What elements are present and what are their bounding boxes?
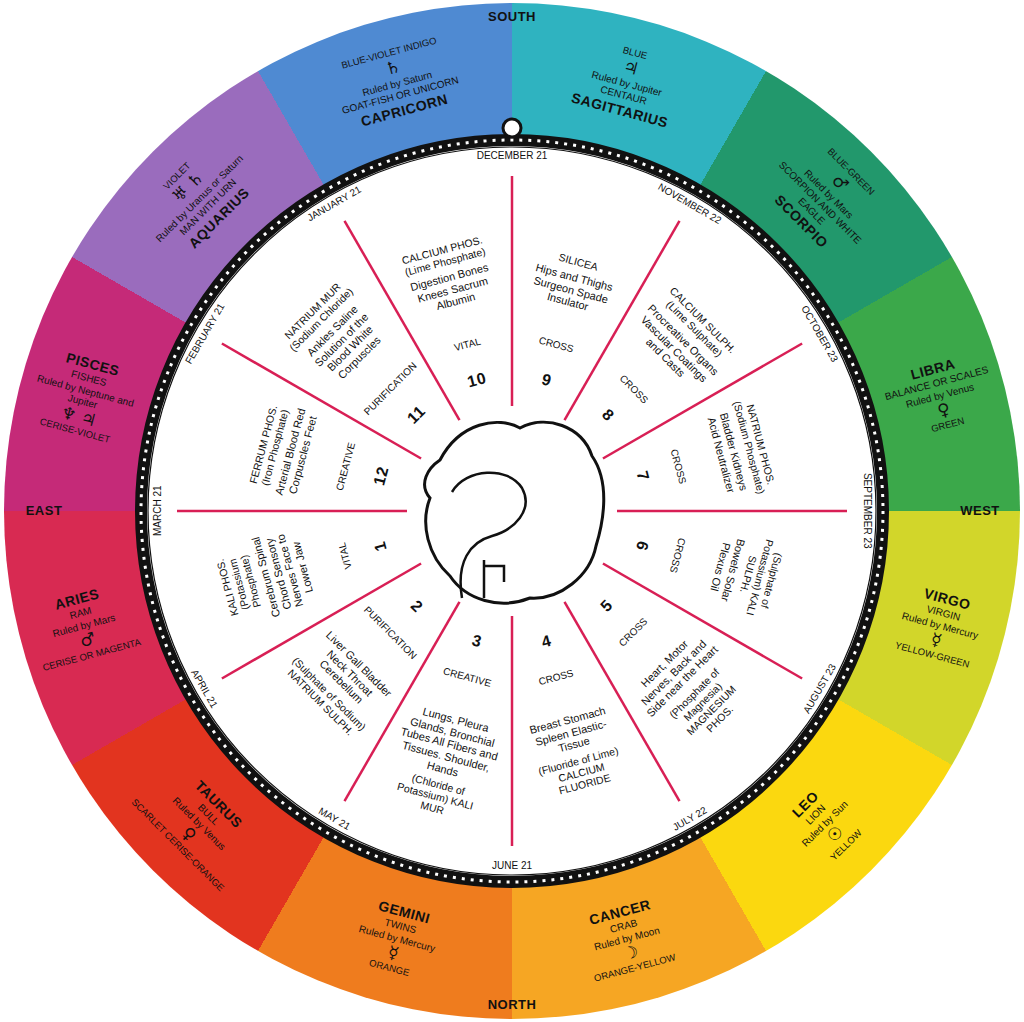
sector-number: 9: [540, 370, 554, 390]
zodiac-segment: CANCERCRABRuled by Moon☽ORANGE-YELLOW: [550, 886, 704, 992]
zodiac-segment: VIRGOVIRGINRuled by Mercury☿YELLOW-GREEN: [878, 577, 1001, 674]
sector-divider: [177, 510, 407, 513]
date-label: NOVEMBER 22: [656, 181, 723, 227]
planet-symbol: ☿: [386, 944, 401, 964]
sector-number: 3: [470, 631, 484, 651]
date-label: JUNE 21: [492, 860, 532, 872]
quality-word: CROSS: [617, 616, 650, 649]
quality-word: CROSS: [668, 537, 688, 574]
date-label: APRIL 21: [189, 667, 220, 710]
date-label: JANUARY 21: [306, 184, 364, 224]
date-label: MAY 21: [317, 805, 353, 832]
quality-word: CREATIVE: [442, 665, 493, 689]
center-figure: [484, 560, 504, 598]
rope-twist: [141, 140, 883, 882]
sign-sector: Liver Gall Bladder Neck Throat Cerebellu…: [281, 624, 398, 741]
date-label: AUGUST 23: [801, 662, 839, 716]
sector-number: 12: [370, 465, 393, 488]
sign-sector: Hips and Thighs Surgeon Spade InsulatorS…: [518, 243, 629, 321]
quality-word: VITAL: [453, 336, 482, 354]
center-outline: [425, 422, 604, 603]
zodiac-segment: SCORPIOSCORPION AND WHITE EAGLERuled by …: [746, 119, 904, 277]
planet-symbol: ☿: [929, 630, 944, 650]
cell-salt: (Chloride of Potassium) KALI MUR: [383, 766, 489, 827]
center-figure: [452, 473, 526, 598]
zodiac-segment: LIBRABALANCE OR SCALESRuled by Venus♀GRE…: [878, 348, 1001, 445]
compass-point: SOUTH: [488, 10, 536, 25]
sector-divider: [511, 616, 514, 846]
color-name: GREEN: [930, 416, 965, 435]
sign-sector: Cerebrum Spinal Chord Sensory Nerves Fac…: [209, 517, 323, 637]
sign-sector: Bladder Kidneys Acid NeutralizerNATRIUM …: [702, 395, 779, 505]
date-label: MARCH 21: [151, 486, 163, 537]
zodiac-segment: TAURUSBULLRuled by Venus♀SCARLET CERISE-…: [124, 749, 274, 899]
sector-number: 4: [540, 631, 554, 651]
zodiac-segment: CAPRICORNGOAT-FISH OR UNICORNRuled by Sa…: [320, 30, 474, 136]
sign-sector: Procreative Organs Vascular Coatings and…: [625, 280, 742, 397]
body-parts: Cerebrum Spinal Chord Sensory Nerves Fac…: [247, 517, 322, 627]
body-parts: Hips and Thighs Surgeon Spade Insulator: [518, 259, 624, 322]
quality-word: CROSS: [538, 335, 575, 355]
zodiac-segment: LEOLIONRuled by Sun☉YELLOW: [750, 749, 900, 899]
zodiac-segment: ARIESRAMRuled by Mars♂CERISE OR MAGENTA: [23, 577, 146, 674]
quality-word: VITAL: [337, 541, 355, 570]
inner-rim: [148, 147, 876, 875]
date-label: OCTOBER 23: [799, 303, 841, 363]
zodiac-segment: SAGITTARIUSCENTAURRuled by Jupiter♃BLUE: [550, 30, 704, 136]
sign-sector: Ankles Saline Solution of the Blood Whit…: [272, 271, 398, 397]
zodiac-segment: GEMINITWINSRuled by Mercury☿ORANGE: [320, 886, 474, 992]
compass-point: NORTH: [488, 998, 537, 1013]
hanging-ring: [503, 119, 521, 137]
compass-point: EAST: [26, 504, 63, 519]
date-label: DECEMBER 21: [477, 150, 548, 162]
sector-number: 2: [407, 597, 427, 617]
date-label: JULY 22: [670, 804, 708, 833]
sign-sector: Bowels Solar Plexus Oil(Sulphate of Pota…: [702, 517, 791, 631]
sector-number: 7: [632, 469, 652, 483]
sign-sector: Breast Stomach Spleen Elastic-Tissue(Flu…: [518, 701, 635, 802]
date-label: FEBRUARY 21: [183, 301, 227, 366]
zodiac-segment: AQUARIUSMAN WITH URNRuled by Uranus or S…: [124, 123, 274, 273]
sign-sector: Heart, Motor Nerves, Back and Side near …: [625, 624, 759, 758]
date-label: SEPTEMBER 23: [861, 473, 873, 549]
sector-number: 5: [598, 597, 618, 617]
sector-number: 1: [371, 539, 391, 553]
quality-word: CROSS: [538, 667, 575, 687]
zodiac-segment: PISCESFISHESRuled by Neptune and Jupiter…: [21, 342, 147, 450]
sector-number: 8: [598, 406, 618, 426]
sector-number: 6: [632, 539, 652, 553]
sector-divider: [511, 176, 514, 406]
sector-divider: [617, 510, 847, 513]
rope-border: [141, 140, 883, 882]
sign-sector: Lungs, Pleura Glands, Bronchial Tubes Al…: [383, 701, 506, 827]
sector-number: 11: [404, 403, 430, 429]
body-parts: Lungs, Pleura Glands, Bronchial Tubes Al…: [393, 701, 506, 788]
quality-word: CROSS: [617, 373, 650, 406]
quality-word: CROSS: [668, 448, 688, 485]
inner-disc: [141, 140, 883, 882]
sector-number: 10: [466, 369, 489, 392]
sign-sector: Digestion Bones Knees Sacrum AlbuminCALC…: [392, 231, 506, 321]
compass-point: WEST: [960, 504, 1000, 519]
quality-word: CREATIVE: [334, 441, 358, 492]
color-name: ORANGE: [368, 958, 411, 979]
planet-symbol: ♃: [621, 58, 640, 79]
planet-symbol: ♂: [78, 630, 97, 651]
sign-sector: Arterial Blood Red Corpuscles FeetFERRUM…: [245, 395, 322, 505]
cell-salt: (Fluoride of Lime) CALCIUM FLUORIDE: [529, 741, 635, 802]
